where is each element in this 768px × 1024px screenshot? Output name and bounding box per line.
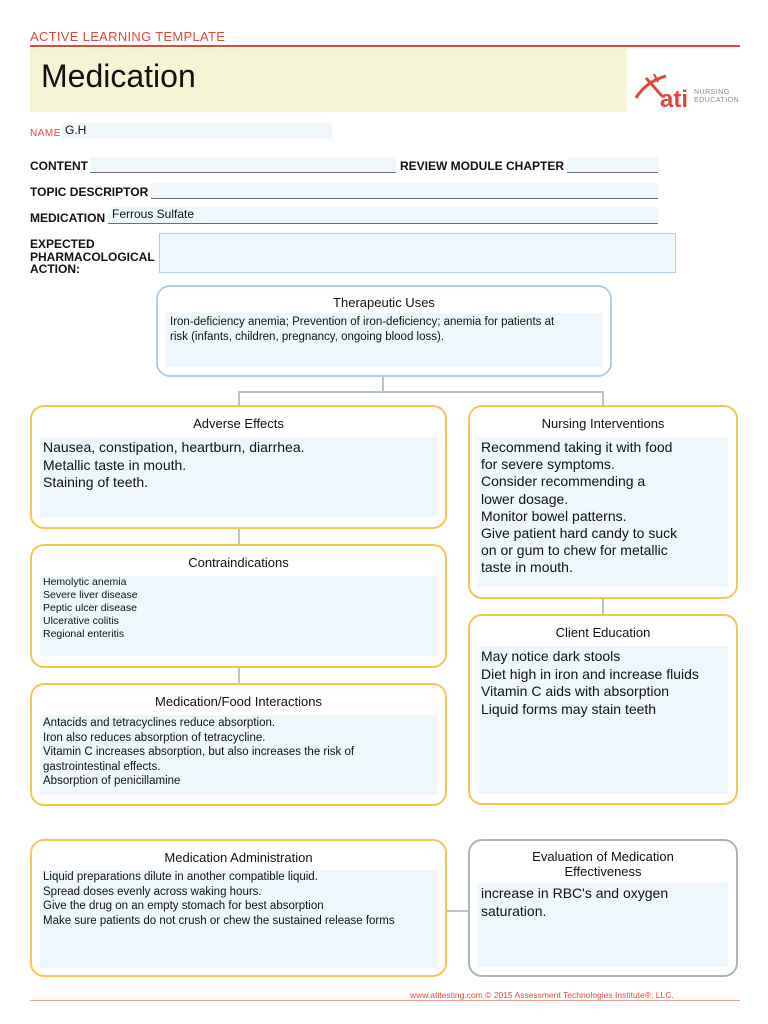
client-education-title: Client Education	[555, 625, 651, 640]
med-food-interactions-body[interactable]: Antacids and tetracyclines reduce absorp…	[40, 715, 438, 795]
medication-field[interactable]: Ferrous Sulfate	[108, 207, 658, 224]
client-education-body[interactable]: May notice dark stools Diet high in iron…	[478, 646, 728, 794]
content-label: CONTENT	[30, 159, 88, 173]
expected-action-label: EXPECTED PHARMACOLOGICAL ACTION:	[30, 237, 155, 276]
logo-text: ati	[660, 86, 689, 113]
med-administration-body[interactable]: Liquid preparations dilute in another co…	[40, 870, 438, 968]
evaluation-body[interactable]: increase in RBC's and oxygen saturation.	[478, 883, 728, 967]
connector-left-drop	[238, 391, 240, 405]
footer-rule	[30, 1000, 740, 1001]
review-module-label: REVIEW MODULE CHAPTER	[400, 159, 565, 173]
contraindications-body[interactable]: Hemolytic anemia Severe liver disease Pe…	[40, 576, 438, 656]
contraindications-title: Contraindications	[188, 555, 289, 570]
med-administration-box: Medication Administration Liquid prepara…	[30, 839, 447, 977]
logo-subtext: NURSING EDUCATION	[694, 89, 740, 104]
adverse-effects-title: Adverse Effects	[193, 416, 284, 431]
connector-right-1	[602, 598, 604, 614]
connector-left-2	[238, 667, 240, 683]
review-module-field[interactable]	[567, 157, 658, 173]
adverse-effects-body[interactable]: Nausea, constipation, heartburn, diarrhe…	[40, 437, 438, 517]
title-banner	[30, 48, 627, 112]
connector-right-drop	[602, 391, 604, 405]
connector-horizontal	[238, 391, 604, 393]
medication-label: MEDICATION	[30, 211, 106, 225]
expected-action-field[interactable]	[159, 233, 676, 273]
connector-bottom	[446, 910, 468, 912]
contraindications-box: Contraindications Hemolytic anemia Sever…	[30, 544, 447, 668]
name-label: NAME	[30, 128, 61, 139]
topic-descriptor-field[interactable]	[151, 183, 658, 199]
med-food-interactions-title: Medication/Food Interactions	[155, 694, 322, 709]
topic-descriptor-label: TOPIC DESCRIPTOR	[30, 185, 149, 199]
therapeutic-uses-box: Therapeutic Uses Iron-deficiency anemia;…	[156, 285, 612, 377]
adverse-effects-box: Adverse Effects Nausea, constipation, he…	[30, 405, 447, 529]
evaluation-box: Evaluation of Medication Effectiveness i…	[468, 839, 738, 977]
client-education-box: Client Education May notice dark stools …	[468, 614, 738, 805]
footer-copyright: www.atitesting.com © 2015 Assessment Tec…	[410, 990, 674, 1000]
logo-mark-icon	[634, 73, 667, 99]
header-rule	[30, 45, 740, 47]
connector-left-1	[238, 528, 240, 544]
name-field[interactable]: G.H	[62, 123, 332, 139]
evaluation-title: Evaluation of Medication Effectiveness	[532, 849, 674, 879]
page-title: Medication	[41, 58, 196, 94]
nursing-interventions-box: Nursing Interventions Recommend taking i…	[468, 405, 738, 599]
therapeutic-uses-title: Therapeutic Uses	[333, 295, 435, 310]
therapeutic-uses-body[interactable]: Iron-deficiency anemia; Prevention of ir…	[166, 313, 602, 367]
med-food-interactions-box: Medication/Food Interactions Antacids an…	[30, 683, 447, 806]
connector-top	[382, 376, 384, 392]
nursing-interventions-body[interactable]: Recommend taking it with food for severe…	[478, 437, 728, 587]
template-label: ACTIVE LEARNING TEMPLATE	[30, 29, 226, 44]
nursing-interventions-title: Nursing Interventions	[541, 416, 665, 431]
content-field[interactable]	[90, 157, 396, 173]
med-administration-title: Medication Administration	[164, 850, 313, 865]
